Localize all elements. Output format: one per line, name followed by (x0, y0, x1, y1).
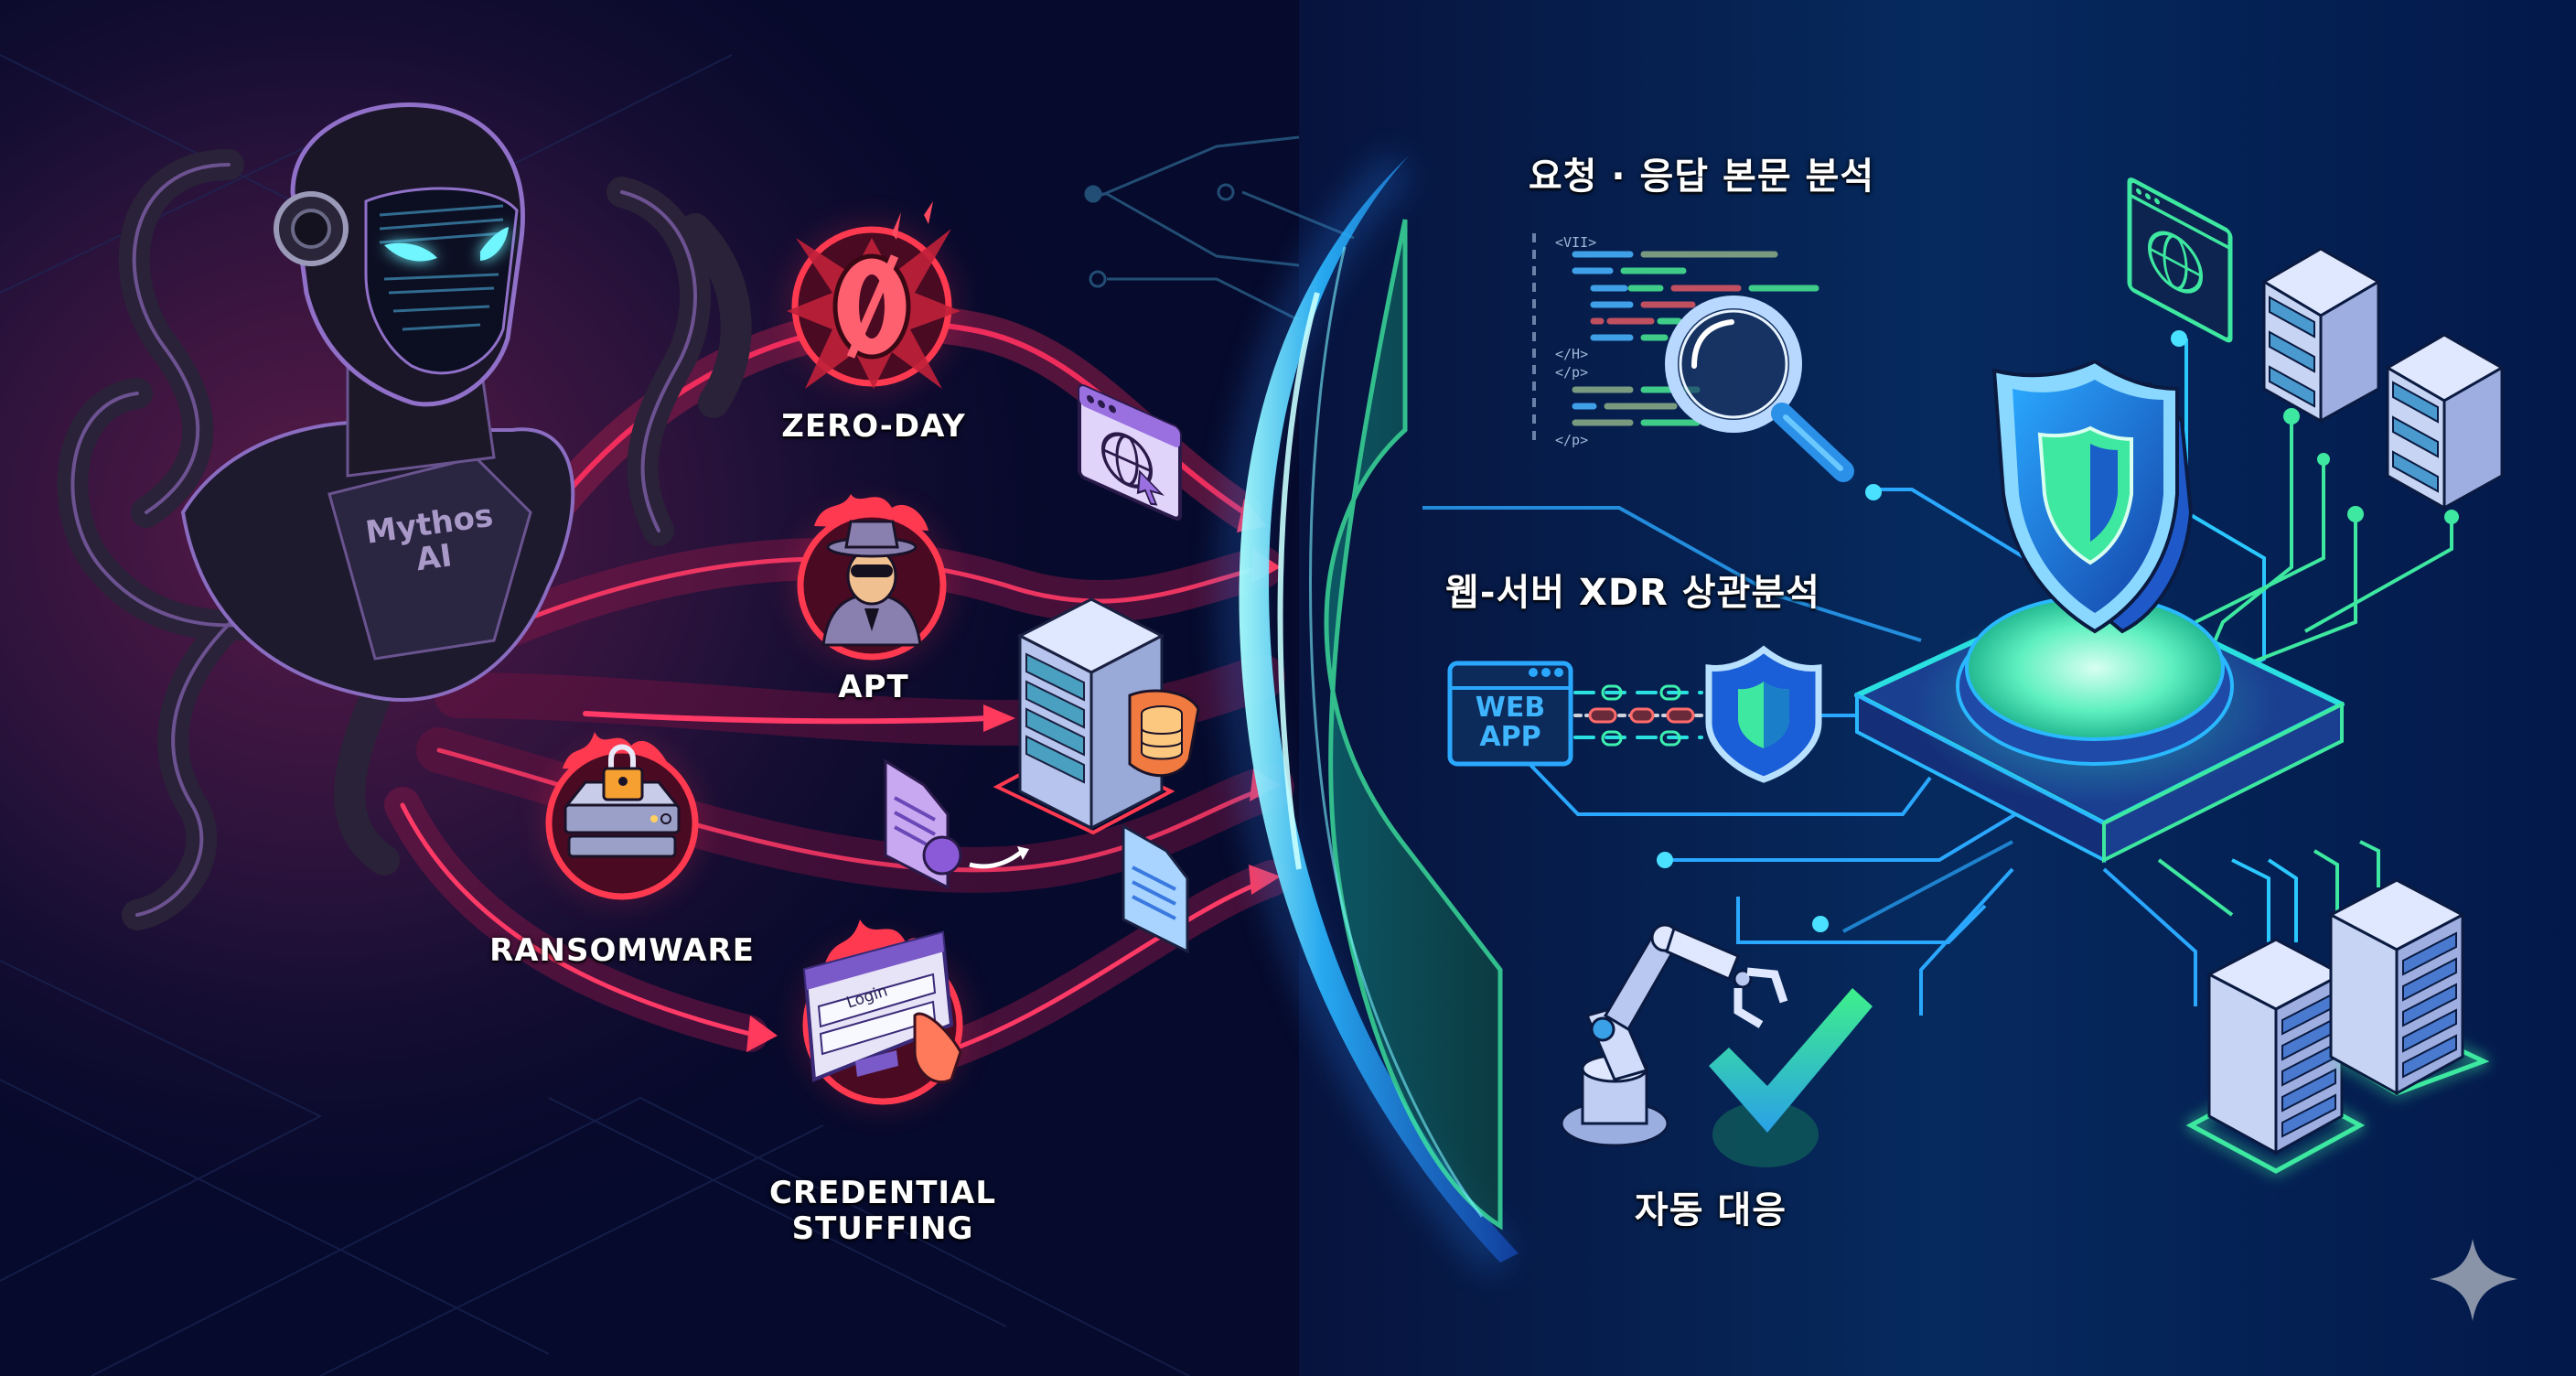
code-analysis-panel (1532, 233, 1854, 482)
server-stack-2 (2385, 333, 2506, 511)
ransomware-label: RANSOMWARE (489, 932, 755, 969)
target-document-icon (884, 758, 1029, 890)
secure-browser-icon (2127, 177, 2233, 343)
webapp-line1: WEB (1475, 692, 1546, 724)
webapp-label: WEB APP (1450, 693, 1571, 751)
target-browser-icon (1078, 383, 1182, 521)
code-tag-close-p-2: </p> (1555, 432, 1589, 448)
ransomware-threat-icon (545, 732, 699, 900)
robot-arm-icon (1560, 923, 1788, 1147)
zero-day-threat-icon (787, 201, 961, 389)
server-tower-2 (2327, 878, 2490, 1096)
credential-stuffing-threat-icon (802, 919, 963, 1105)
webapp-line2: APP (1479, 720, 1541, 753)
mythos-ai-character (57, 102, 752, 930)
credential-stuffing-label: CREDENTIAL STUFFING (759, 1175, 1006, 1248)
grid-lines-left (0, 54, 1190, 1376)
target-server-icon (993, 597, 1200, 835)
code-tag-close-h: </H> (1555, 346, 1589, 362)
credential-stuffing-line2: STUFFING (791, 1210, 974, 1248)
apt-label: APT (838, 669, 909, 705)
auto-response-title: 자동 대응 (1634, 1189, 1787, 1231)
zero-day-label: ZERO-DAY (781, 408, 966, 445)
central-shield-platform (1422, 330, 2459, 1016)
target-file-icon (1122, 823, 1189, 954)
credential-stuffing-line1: CREDENTIAL (768, 1175, 997, 1211)
server-tower-1 (2185, 938, 2366, 1174)
xdr-correlation-panel (1326, 645, 1932, 816)
xdr-correlation-title: 웹-서버 XDR 상관분석 (1445, 572, 1820, 614)
checkmark-icon (1709, 988, 1873, 1167)
apt-threat-icon (797, 494, 947, 661)
body-analysis-title: 요청 · 응답 본문 분석 (1528, 156, 1875, 198)
server-stack-1 (2261, 247, 2381, 424)
sparkle-icon (2430, 1239, 2517, 1321)
code-tag-close-p: </p> (1555, 364, 1589, 381)
shield-barrier (1220, 151, 1519, 1275)
code-tag-open: <VII> (1555, 234, 1597, 251)
circuit-lines-top (1084, 135, 1355, 322)
